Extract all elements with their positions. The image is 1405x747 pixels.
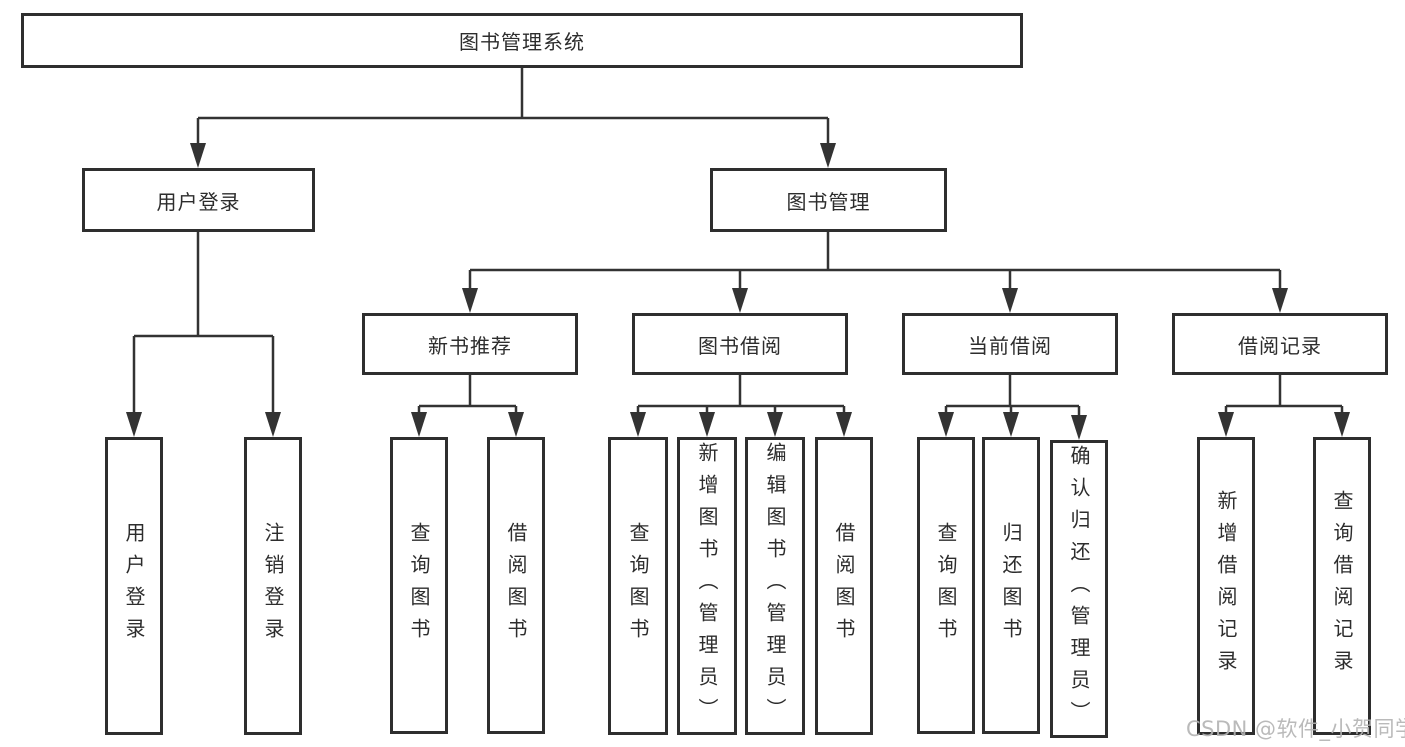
leaf-user-login-label: 用户登录 <box>122 522 146 650</box>
leaf-logout-label: 注销登录 <box>261 522 285 650</box>
leaf-borrow-books-1: 借阅图书 <box>487 437 545 734</box>
leaf-borrow-books-2-label: 借阅图书 <box>832 522 856 650</box>
leaf-user-login: 用户登录 <box>105 437 163 735</box>
leaf-query-books-1: 查询图书 <box>390 437 448 734</box>
leaf-return-book: 归还图书 <box>982 437 1040 734</box>
node-user-login: 用户登录 <box>82 168 315 232</box>
node-new-book-recommend-label: 新书推荐 <box>428 333 512 358</box>
leaf-add-borrow-record-label: 新增借阅记录 <box>1214 490 1238 682</box>
leaf-borrow-books-2: 借阅图书 <box>815 437 873 735</box>
node-new-book-recommend: 新书推荐 <box>362 313 578 375</box>
leaf-query-books-2-label: 查询图书 <box>626 522 650 650</box>
leaf-add-book-admin-label: 新增图书（管理员） <box>695 442 719 730</box>
node-book-management: 图书管理 <box>710 168 947 232</box>
leaf-query-books-2: 查询图书 <box>608 437 668 735</box>
leaf-edit-book-admin: 编辑图书（管理员） <box>745 437 805 735</box>
node-root-label: 图书管理系统 <box>459 30 585 54</box>
leaf-add-book-admin: 新增图书（管理员） <box>677 437 737 735</box>
node-book-borrowing: 图书借阅 <box>632 313 848 375</box>
leaf-query-borrow-record-label: 查询借阅记录 <box>1330 490 1354 682</box>
node-book-management-label: 图书管理 <box>786 189 871 214</box>
leaf-confirm-return-admin: 确认归还（管理员） <box>1050 440 1108 738</box>
arrowheads <box>126 143 1350 440</box>
node-borrowing-records: 借阅记录 <box>1172 313 1388 375</box>
leaf-query-books-3: 查询图书 <box>917 437 975 734</box>
node-user-login-label: 用户登录 <box>156 189 241 214</box>
leaf-add-borrow-record: 新增借阅记录 <box>1197 437 1255 735</box>
node-current-borrowing: 当前借阅 <box>902 313 1118 375</box>
leaf-query-books-1-label: 查询图书 <box>407 521 431 650</box>
leaf-query-borrow-record: 查询借阅记录 <box>1313 437 1371 735</box>
node-current-borrowing-label: 当前借阅 <box>968 333 1052 358</box>
leaf-borrow-books-1-label: 借阅图书 <box>504 521 528 650</box>
leaf-logout: 注销登录 <box>244 437 302 735</box>
node-book-borrowing-label: 图书借阅 <box>698 333 782 358</box>
node-root: 图书管理系统 <box>21 13 1023 68</box>
node-borrowing-records-label: 借阅记录 <box>1238 333 1322 358</box>
watermark: CSDN @软件_小贺同学 <box>1186 717 1405 741</box>
leaf-edit-book-admin-label: 编辑图书（管理员） <box>763 442 787 730</box>
leaf-confirm-return-admin-label: 确认归还（管理员） <box>1067 445 1091 733</box>
leaf-return-book-label: 归还图书 <box>999 521 1023 650</box>
leaf-query-books-3-label: 查询图书 <box>934 521 958 650</box>
